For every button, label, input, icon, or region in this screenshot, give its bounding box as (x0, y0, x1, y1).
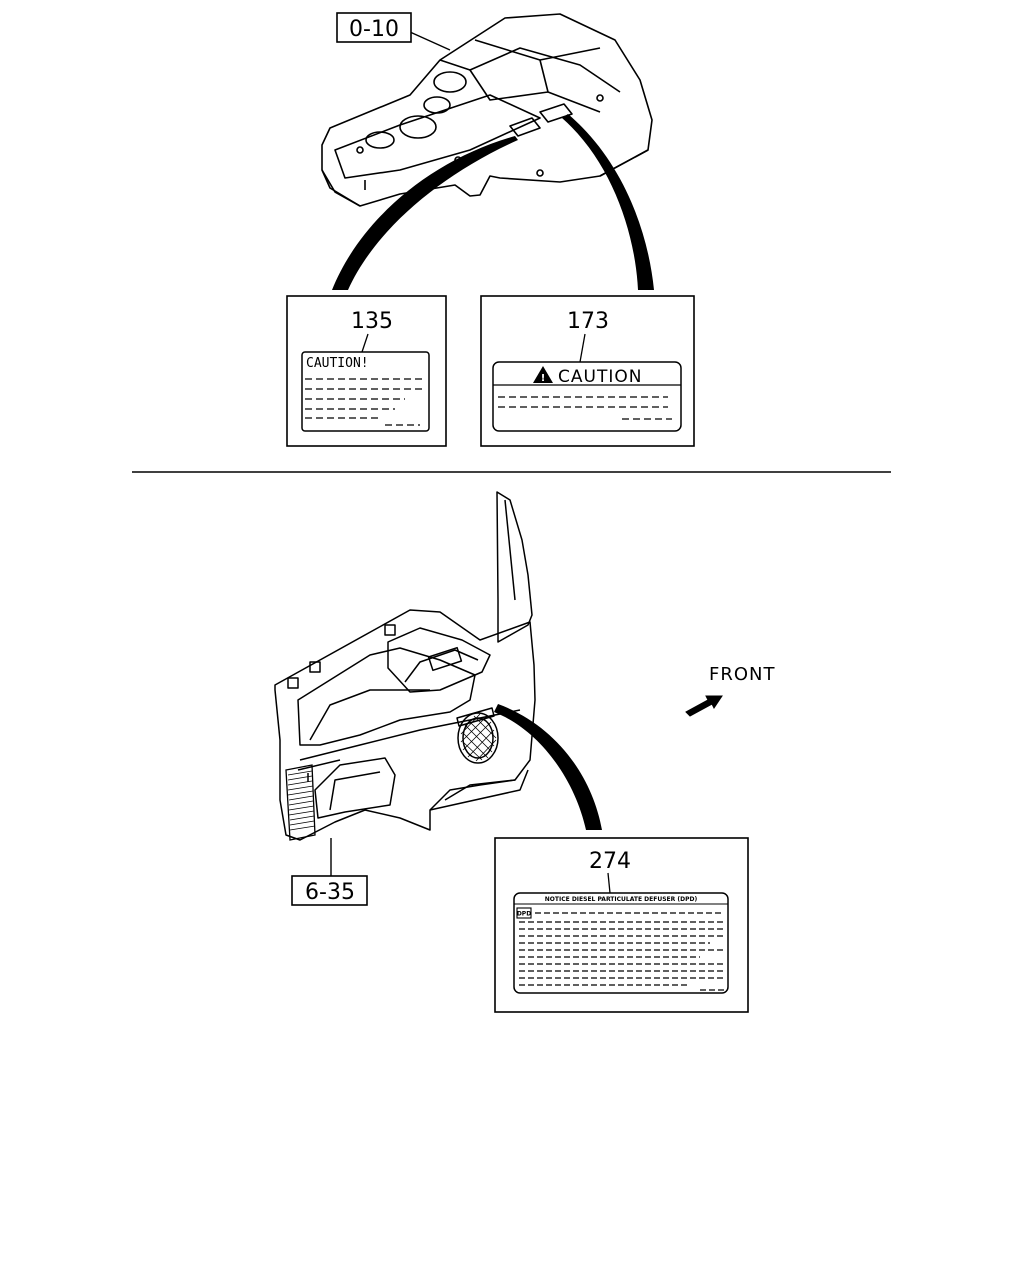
arrow-to-label-274 (494, 704, 602, 830)
reference-label-6-35: 6-35 (291, 875, 368, 906)
part-number-274: 274 (589, 849, 631, 874)
svg-text:!: ! (541, 373, 546, 384)
arrow-to-label-173 (562, 114, 654, 290)
caution-label-135 (301, 351, 430, 432)
warning-triangle-icon (533, 366, 553, 383)
part-number-173: 173 (567, 309, 609, 334)
top-panel-part (321, 13, 653, 207)
front-label: FRONT (709, 664, 776, 685)
callout-box-135: 135 CAUTION! (286, 295, 447, 447)
svg-text:0-10: 0-10 (349, 17, 399, 42)
front-arrow-icon (685, 695, 723, 717)
vent-grille (285, 764, 316, 841)
reference-label-0-10: 0-10 (336, 12, 412, 43)
dpd-badge: DPD (517, 911, 531, 918)
notice-heading-274: NOTICE DIESEL PARTICULATE DEFUSER (DPD) (545, 896, 698, 903)
part-number-135: 135 (351, 309, 393, 334)
front-direction-indicator: FRONT (685, 664, 776, 717)
caution-heading-173: CAUTION (558, 367, 642, 387)
caution-heading-135: CAUTION! (306, 356, 369, 371)
callout-box-173: 173 ! CAUTION (480, 295, 695, 447)
arrow-to-label-135 (332, 136, 518, 290)
speaker-grille (460, 713, 497, 762)
callout-box-274: 274 NOTICE DIESEL PARTICULATE DEFUSER (D… (494, 837, 749, 1013)
svg-text:6-35: 6-35 (305, 880, 355, 905)
door-trim-panel (274, 491, 536, 841)
